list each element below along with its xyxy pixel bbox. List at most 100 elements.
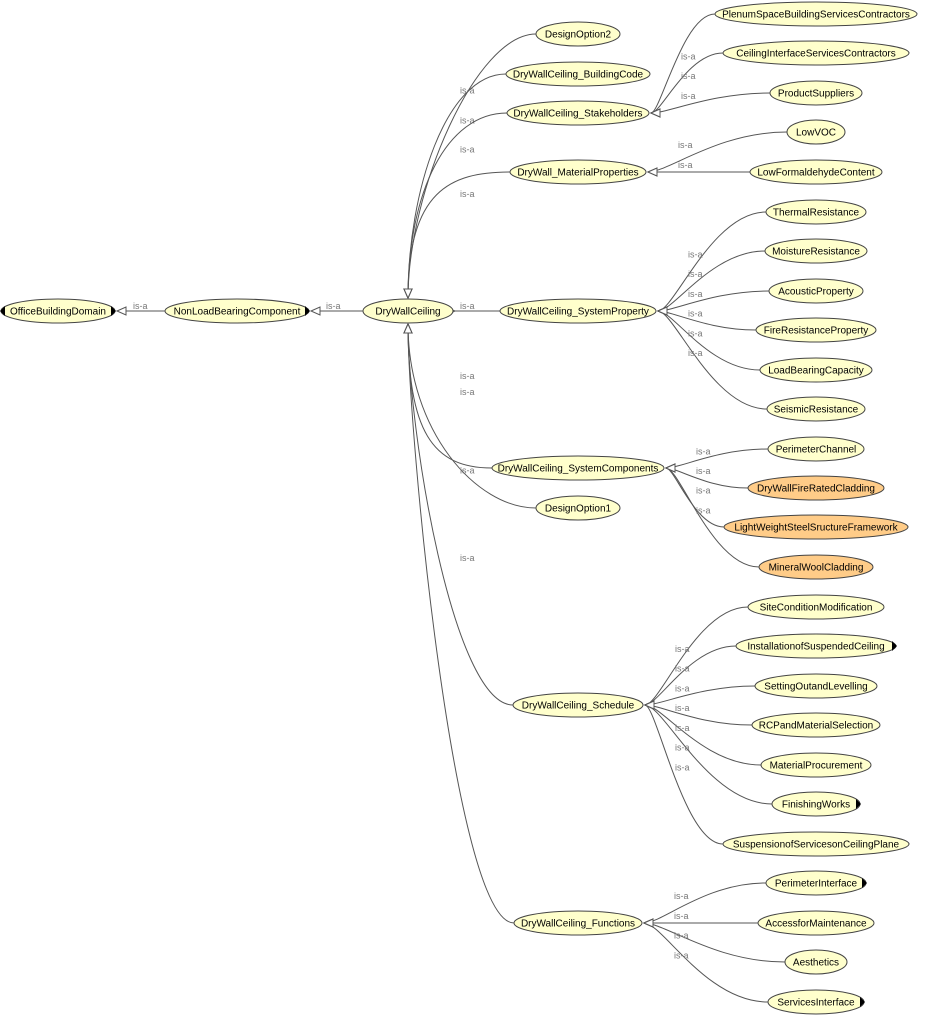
node-ellipse[interactable]	[767, 436, 865, 462]
node-ellipse[interactable]	[722, 40, 910, 66]
is-a-edge	[657, 250, 766, 312]
node-suspensionof-serviceson-ceiling-plane[interactable]: SuspensionofServicesonCeilingPlane	[722, 831, 910, 857]
node-load-bearing-capacity[interactable]: LoadBearingCapacity	[759, 357, 873, 383]
node-ellipse[interactable]	[512, 692, 644, 718]
node-ellipse[interactable]	[757, 910, 875, 936]
node-ellipse[interactable]	[714, 1, 918, 27]
node-dry-wall-ceiling-schedule[interactable]: DryWallCeiling_Schedule	[512, 692, 644, 718]
expand-right-icon[interactable]	[305, 306, 310, 316]
is-a-label: is-a	[460, 189, 475, 199]
is-a-edge	[407, 171, 511, 299]
node-low-voc[interactable]: LowVOC	[786, 119, 846, 145]
node-plenum-space-building-services-contractors[interactable]: PlenumSpaceBuildingServicesContractors	[714, 1, 918, 27]
node-ellipse[interactable]	[506, 100, 650, 126]
node-design-option2[interactable]: DesignOption2	[535, 21, 621, 47]
node-ellipse[interactable]	[747, 594, 885, 620]
node-design-option1[interactable]: DesignOption1	[535, 495, 621, 521]
node-ellipse[interactable]	[766, 396, 866, 422]
node-office-building-domain[interactable]: OfficeBuildingDomain	[0, 298, 116, 324]
is-a-label: is-a	[675, 644, 690, 654]
node-site-condition-modification[interactable]: SiteConditionModification	[747, 594, 885, 620]
node-moisture-resistance[interactable]: MoistureResistance	[764, 238, 868, 264]
node-ellipse[interactable]	[535, 21, 621, 47]
node-ellipse[interactable]	[758, 554, 874, 580]
node-dry-wall-ceiling-system-property[interactable]: DryWallCeiling_SystemProperty	[499, 298, 657, 324]
node-ellipse[interactable]	[759, 357, 873, 383]
node-label: DryWallCeiling_Functions	[521, 919, 635, 930]
node-label: DryWallCeiling_Schedule	[522, 701, 635, 712]
is-a-edge	[644, 704, 724, 845]
node-aesthetics[interactable]: Aesthetics	[784, 949, 848, 975]
node-non-load-bearing-component[interactable]: NonLoadBearingComponent	[164, 298, 310, 324]
node-ellipse[interactable]	[768, 278, 864, 304]
is-a-edge	[643, 882, 767, 924]
node-services-interface[interactable]: ServicesInterface	[767, 989, 865, 1015]
node-ellipse[interactable]	[722, 831, 910, 857]
node-ellipse[interactable]	[769, 80, 863, 106]
node-dry-wall-ceiling-system-components[interactable]: DryWallCeiling_SystemComponents	[491, 455, 665, 481]
node-label: RCPandMaterialSelection	[759, 721, 874, 732]
expand-left-icon[interactable]	[0, 306, 5, 316]
node-setting-outand-levelling[interactable]: SettingOutandLevelling	[754, 673, 878, 699]
expand-right-icon[interactable]	[892, 641, 897, 651]
node-rcpand-material-selection[interactable]: RCPandMaterialSelection	[751, 712, 881, 738]
node-low-formaldehyde-content[interactable]: LowFormaldehydeContent	[749, 159, 883, 185]
node-fire-resistance-property[interactable]: FireResistanceProperty	[755, 317, 877, 343]
is-a-label: is-a	[675, 723, 690, 733]
node-ellipse[interactable]	[764, 238, 868, 264]
node-product-suppliers[interactable]: ProductSuppliers	[769, 80, 863, 106]
node-ellipse[interactable]	[760, 752, 872, 778]
node-ellipse[interactable]	[723, 514, 909, 540]
node-dry-wall-material-properties[interactable]: DryWall_MaterialProperties	[509, 159, 647, 185]
node-ellipse[interactable]	[491, 455, 665, 481]
node-dry-wall-ceiling-building-code[interactable]: DryWallCeiling_BuildingCode	[505, 61, 651, 87]
is-a-arrowhead	[642, 918, 654, 928]
node-ellipse[interactable]	[535, 495, 621, 521]
node-ellipse[interactable]	[749, 159, 883, 185]
is-a-label: is-a	[688, 250, 703, 260]
node-ellipse[interactable]	[747, 475, 885, 501]
is-a-edge	[650, 13, 716, 114]
node-material-procurement[interactable]: MaterialProcurement	[760, 752, 872, 778]
node-accessfor-maintenance[interactable]: AccessforMaintenance	[757, 910, 875, 936]
node-dry-wall-ceiling-stakeholders[interactable]: DryWallCeiling_Stakeholders	[506, 100, 650, 126]
node-ellipse[interactable]	[755, 317, 877, 343]
expand-right-icon[interactable]	[111, 306, 116, 316]
node-ellipse[interactable]	[362, 298, 454, 324]
node-dry-wall-fire-rated-cladding[interactable]: DryWallFireRatedCladding	[747, 475, 885, 501]
node-ellipse[interactable]	[765, 199, 867, 225]
node-finishing-works[interactable]: FinishingWorks	[771, 791, 861, 817]
is-a-label: is-a	[460, 145, 475, 155]
node-ellipse[interactable]	[784, 949, 848, 975]
node-perimeter-interface[interactable]: PerimeterInterface	[765, 870, 867, 896]
is-a-label: is-a	[688, 348, 703, 358]
is-a-edge	[407, 323, 537, 509]
node-ellipse[interactable]	[499, 298, 657, 324]
expand-right-icon[interactable]	[856, 799, 861, 809]
expand-right-icon[interactable]	[862, 878, 867, 888]
node-dry-wall-ceiling[interactable]: DryWallCeiling	[362, 298, 454, 324]
node-ellipse[interactable]	[754, 673, 878, 699]
is-a-edge	[657, 211, 767, 312]
node-thermal-resistance[interactable]: ThermalResistance	[765, 199, 867, 225]
node-light-weight-steel-sructure-framework[interactable]: LightWeightSteelSructureFramework	[723, 514, 909, 540]
node-label: ProductSuppliers	[778, 89, 854, 100]
node-acoustic-property[interactable]: AcousticProperty	[768, 278, 864, 304]
node-ellipse[interactable]	[786, 119, 846, 145]
node-seismic-resistance[interactable]: SeismicResistance	[766, 396, 866, 422]
expand-right-icon[interactable]	[860, 997, 865, 1007]
is-a-arrowhead	[649, 108, 661, 118]
node-mineral-wool-cladding[interactable]: MineralWoolCladding	[758, 554, 874, 580]
node-ceiling-interface-services-contractors[interactable]: CeilingInterfaceServicesContractors	[722, 40, 910, 66]
node-ellipse[interactable]	[751, 712, 881, 738]
node-installationof-suspended-ceiling[interactable]: InstallationofSuspendedCeiling	[735, 633, 897, 659]
node-perimeter-channel[interactable]: PerimeterChannel	[767, 436, 865, 462]
is-a-edge	[407, 323, 514, 706]
node-ellipse[interactable]	[509, 159, 647, 185]
node-label: DryWallCeiling_Stakeholders	[513, 109, 642, 120]
node-dry-wall-ceiling-functions[interactable]: DryWallCeiling_Functions	[513, 910, 643, 936]
node-ellipse[interactable]	[513, 910, 643, 936]
is-a-edge	[657, 310, 757, 331]
node-ellipse[interactable]	[505, 61, 651, 87]
